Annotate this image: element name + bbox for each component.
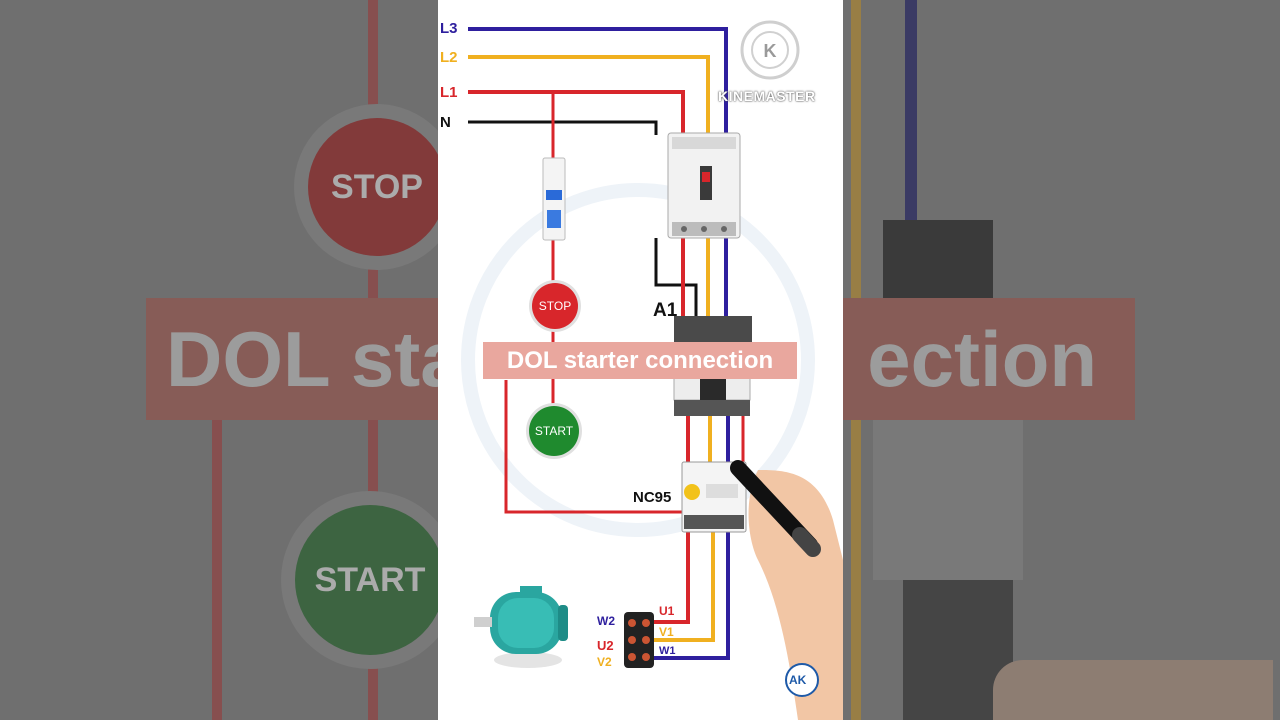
label-u1: U1 [659, 604, 675, 618]
blur-title-banner-left: DOL sta [146, 298, 438, 420]
diagram-panel: K L3 L2 L1 N KINEMASTER STOP START A1 NC… [438, 0, 843, 720]
motor-terminal-box [624, 612, 654, 668]
wire-l3 [468, 27, 728, 135]
wire-control-loop [504, 380, 683, 514]
label-a1: A1 [653, 300, 678, 321]
stop-button[interactable]: STOP [532, 283, 578, 329]
start-button[interactable]: START [529, 406, 579, 456]
wire-n [468, 120, 658, 135]
blur-hand [993, 660, 1273, 720]
blur-device-top [883, 220, 993, 300]
label-u2: U2 [597, 638, 614, 653]
diagram-title: DOL starter connection [483, 342, 797, 379]
label-v2: V2 [597, 655, 612, 669]
label-nc95: NC95 [633, 489, 672, 506]
label-n: N [440, 114, 451, 131]
label-w1: W1 [659, 645, 676, 657]
blur-title-banner-right: ection [843, 298, 1135, 420]
label-v1: V1 [659, 625, 674, 639]
start-button-label: START [534, 424, 574, 438]
wire-u1 [648, 532, 690, 624]
ak-badge-label: AK [789, 673, 807, 687]
label-l3: L3 [440, 20, 458, 37]
left-blurred-background: STOP START DOL sta [0, 0, 438, 720]
wire-l1 [468, 90, 685, 135]
circuit-breaker [667, 132, 741, 239]
blur-wire-red-lower [212, 400, 222, 720]
wire-w1 [648, 532, 730, 660]
wire-neutral-a1 [654, 238, 698, 318]
svg-text:K: K [764, 41, 777, 61]
stop-button-label: STOP [538, 299, 572, 313]
kinemaster-watermark: KINEMASTER [718, 88, 816, 104]
hand-with-pen [730, 460, 843, 720]
kinemaster-logo: K [740, 20, 800, 80]
right-blurred-background: ection [843, 0, 1280, 720]
wire-l2 [468, 55, 710, 135]
label-l2: L2 [440, 49, 458, 66]
label-l1: L1 [440, 84, 458, 101]
blur-stop-button: STOP [308, 118, 438, 256]
background-watermark-ring [461, 183, 815, 537]
label-w2: W2 [597, 614, 615, 628]
motor-illustration [474, 586, 568, 668]
ak-badge [785, 663, 819, 697]
blur-start-button: START [295, 505, 438, 655]
mcb-device [542, 157, 566, 241]
wiring-diagram: K [461, 20, 843, 720]
wire-v1 [648, 532, 715, 642]
blur-device-contactor [873, 420, 1023, 580]
overload-relay [681, 461, 747, 533]
